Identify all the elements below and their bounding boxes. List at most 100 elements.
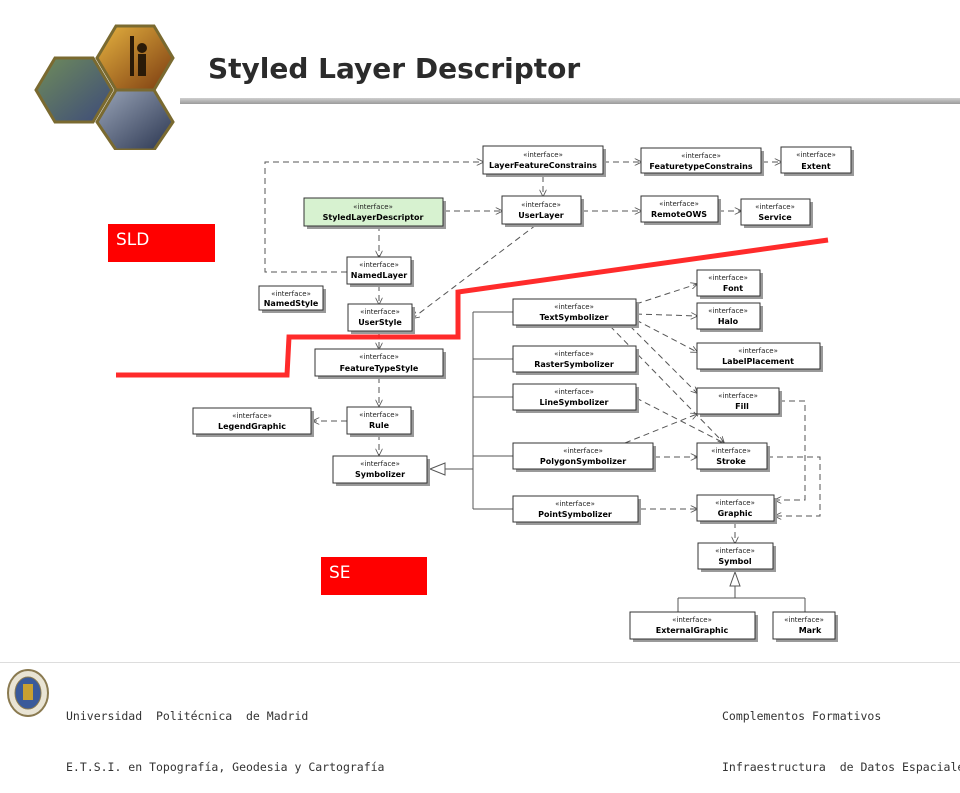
box-line-symbolizer: «interface» LineSymbolizer	[512, 383, 639, 413]
box-layer-feature-constrains: «interface» LayerFeatureConstrains	[482, 145, 606, 177]
svg-text:«interface»: «interface»	[359, 261, 399, 269]
box-feature-type-style: «interface» FeatureTypeStyle	[314, 348, 446, 379]
box-graphic: «interface» Graphic	[696, 494, 777, 524]
svg-text:«interface»: «interface»	[681, 152, 721, 160]
svg-text:«interface»: «interface»	[784, 616, 824, 624]
box-featuretype-constrains: «interface» FeaturetypeConstrains	[640, 147, 764, 176]
svg-text:«interface»: «interface»	[555, 500, 595, 508]
box-styled-layer-descriptor: «interface» StyledLayerDescriptor	[303, 197, 446, 229]
svg-text:«interface»: «interface»	[554, 388, 594, 396]
svg-text:Mark: Mark	[799, 626, 822, 635]
university-seal-icon	[7, 669, 49, 717]
svg-text:ExternalGraphic: ExternalGraphic	[656, 626, 729, 635]
svg-text:«interface»: «interface»	[232, 412, 272, 420]
diagram-connectors	[264, 162, 821, 612]
box-point-symbolizer: «interface» PointSymbolizer	[512, 495, 641, 525]
svg-text:«interface»: «interface»	[659, 200, 699, 208]
footer-course: Complementos Formativos Infraestructura …	[722, 674, 960, 793]
svg-text:Graphic: Graphic	[718, 509, 753, 518]
svg-text:«interface»: «interface»	[796, 151, 836, 159]
svg-text:UserStyle: UserStyle	[358, 318, 402, 327]
box-raster-symbolizer: «interface» RasterSymbolizer	[512, 345, 639, 375]
svg-text:Font: Font	[723, 284, 743, 293]
svg-text:FeatureTypeStyle: FeatureTypeStyle	[340, 364, 419, 373]
svg-text:Extent: Extent	[801, 162, 831, 171]
box-legend-graphic: «interface» LegendGraphic	[192, 407, 314, 437]
svg-text:«interface»: «interface»	[523, 151, 563, 159]
svg-text:FeaturetypeConstrains: FeaturetypeConstrains	[649, 162, 752, 171]
svg-text:«interface»: «interface»	[554, 303, 594, 311]
svg-text:TextSymbolizer: TextSymbolizer	[540, 313, 609, 322]
footer-school-name: E.T.S.I. en Topografía, Geodesia y Carto…	[66, 760, 385, 774]
box-remote-ows: «interface» RemoteOWS	[640, 195, 721, 225]
footer-divider	[0, 662, 960, 663]
footer-university-name: Universidad Politécnica de Madrid	[66, 709, 309, 723]
svg-text:PolygonSymbolizer: PolygonSymbolizer	[540, 457, 626, 466]
se-label: SE	[321, 557, 427, 595]
box-user-style: «interface» UserStyle	[347, 303, 415, 334]
logo-hexagons	[34, 24, 175, 150]
svg-text:StyledLayerDescriptor: StyledLayerDescriptor	[323, 213, 424, 222]
svg-text:NamedLayer: NamedLayer	[351, 271, 407, 280]
svg-text:«interface»: «interface»	[738, 347, 778, 355]
sld-label: SLD	[108, 224, 215, 262]
box-text-symbolizer: «interface» TextSymbolizer	[512, 298, 639, 328]
footer-course-name: Complementos Formativos	[722, 709, 882, 723]
svg-text:Fill: Fill	[735, 402, 749, 411]
svg-text:LineSymbolizer: LineSymbolizer	[539, 398, 608, 407]
svg-text:«interface»: «interface»	[359, 353, 399, 361]
logo-hex-bottom	[95, 88, 175, 150]
svg-text:«interface»: «interface»	[359, 411, 399, 419]
box-font: «interface» Font	[696, 269, 763, 299]
box-service: «interface» Service	[740, 198, 813, 228]
sld-se-boundary-line	[116, 237, 829, 378]
svg-text:Stroke: Stroke	[716, 457, 746, 466]
svg-text:Symbol: Symbol	[718, 557, 752, 566]
svg-text:Service: Service	[758, 213, 792, 222]
svg-text:Halo: Halo	[718, 317, 739, 326]
svg-text:«interface»: «interface»	[554, 350, 594, 358]
box-stroke: «interface» Stroke	[696, 442, 770, 472]
box-polygon-symbolizer: «interface» PolygonSymbolizer	[512, 442, 656, 472]
svg-text:«interface»: «interface»	[360, 308, 400, 316]
svg-text:«interface»: «interface»	[711, 447, 751, 455]
box-halo: «interface» Halo	[696, 302, 763, 332]
footer-subject-name: Infraestructura de Datos Espaciales	[722, 760, 960, 774]
svg-text:LegendGraphic: LegendGraphic	[218, 422, 286, 431]
box-external-graphic: «interface» ExternalGraphic	[629, 611, 758, 642]
svg-text:RemoteOWS: RemoteOWS	[651, 210, 707, 219]
box-rule: «interface» Rule	[346, 406, 414, 437]
svg-text:«interface»: «interface»	[718, 392, 758, 400]
svg-text:Rule: Rule	[369, 421, 390, 430]
svg-text:UserLayer: UserLayer	[518, 211, 564, 220]
svg-text:RasterSymbolizer: RasterSymbolizer	[534, 360, 614, 369]
title-underline	[180, 98, 960, 104]
box-extent: «interface» Extent	[780, 146, 854, 176]
svg-text:PointSymbolizer: PointSymbolizer	[538, 510, 612, 519]
box-user-layer: «interface» UserLayer	[501, 195, 584, 227]
svg-text:LabelPlacement: LabelPlacement	[722, 357, 794, 366]
svg-text:«interface»: «interface»	[715, 547, 755, 555]
svg-text:«interface»: «interface»	[708, 274, 748, 282]
svg-text:«interface»: «interface»	[271, 290, 311, 298]
svg-text:«interface»: «interface»	[563, 447, 603, 455]
svg-text:«interface»: «interface»	[715, 499, 755, 507]
box-named-style: «interface» NamedStyle	[258, 285, 326, 313]
box-symbol: «interface» Symbol	[697, 542, 776, 572]
svg-text:«interface»: «interface»	[672, 616, 712, 624]
box-symbolizer: «interface» Symbolizer	[332, 455, 430, 486]
box-named-layer: «interface» NamedLayer	[346, 256, 414, 287]
svg-text:LayerFeatureConstrains: LayerFeatureConstrains	[489, 161, 597, 170]
uml-diagram: «interface» LayerFeatureConstrains «inte…	[116, 145, 854, 642]
svg-text:NamedStyle: NamedStyle	[264, 299, 319, 308]
svg-text:«interface»: «interface»	[353, 203, 393, 211]
page-title: Styled Layer Descriptor	[208, 52, 581, 85]
box-mark: «interface» Mark	[772, 611, 838, 642]
svg-text:«interface»: «interface»	[360, 460, 400, 468]
svg-text:Symbolizer: Symbolizer	[355, 470, 405, 479]
box-label-placement: «interface» LabelPlacement	[696, 342, 823, 372]
svg-text:«interface»: «interface»	[708, 307, 748, 315]
box-fill: «interface» Fill	[696, 387, 782, 417]
svg-text:«interface»: «interface»	[521, 201, 561, 209]
svg-text:«interface»: «interface»	[755, 203, 795, 211]
